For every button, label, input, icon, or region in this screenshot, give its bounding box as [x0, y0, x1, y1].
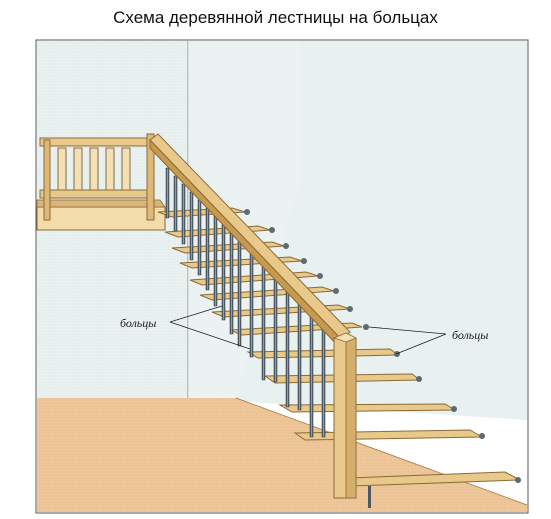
landing-slab [36, 206, 166, 231]
diagram-title: Схема деревянной лестницы на больцах [113, 8, 438, 27]
bolts-label-left: больцы [120, 316, 156, 330]
bolts-label-right: больцы [452, 328, 488, 342]
callout-lines [169, 305, 447, 355]
balusters [165, 167, 326, 438]
frame-border [35, 39, 529, 514]
landing-railing [39, 133, 155, 221]
